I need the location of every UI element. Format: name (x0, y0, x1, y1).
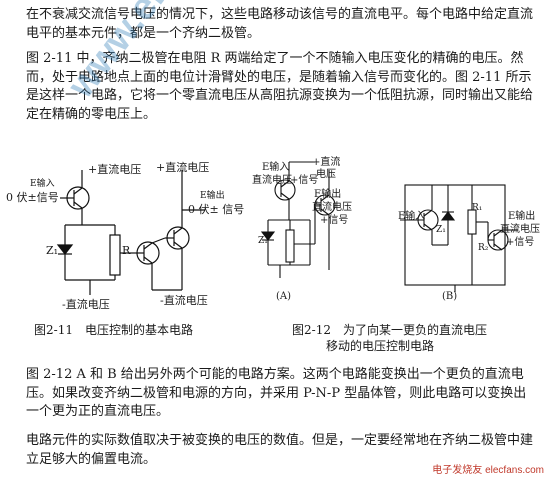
fig1-r-label: R (122, 244, 131, 257)
fig2a-tag: (A) (276, 291, 292, 302)
fig1-neg-supply-right: -直流电压 (160, 294, 208, 307)
fig2b-zener-label: Z₁ (436, 225, 446, 235)
fig2a-output-label: E输出 (314, 189, 342, 200)
figure-2-12a-schematic (260, 161, 336, 278)
fig1-output-signal: 0 伏± 信号 (188, 203, 245, 216)
fig2b-output-desc2: +信号 (506, 237, 535, 248)
fig1-neg-supply-left: -直流电压 (62, 298, 110, 311)
fig2a-input-desc1: 直流电压 (252, 175, 292, 186)
fig1-right-supply-label: +直流电压 (156, 161, 210, 174)
fig2a-input-desc2: +信号 (290, 175, 319, 186)
fig2b-output-desc1: 直流电压 (500, 224, 540, 235)
fig1-input-signal: 0 伏±信号 (6, 191, 59, 204)
paragraph-3: 图 2-12 A 和 B 给出另外两个可能的电路方案。这两个电路能变换出一个更负… (26, 367, 527, 419)
fig2a-top-label2: 电压 (316, 169, 336, 180)
fig1-pos-supply-label: +直流电压 (88, 163, 142, 176)
fig2b-r2-label: R₂ (478, 243, 489, 253)
fig2b-tag: (B) (442, 291, 458, 302)
figure-2-11-schematic (56, 170, 205, 295)
fig1-input-label: E输入 (30, 179, 55, 189)
fig2a-zener-label: Z₁ (258, 236, 268, 246)
fig2-caption-line2: 移动的电压控制电路 (326, 339, 435, 353)
paragraph-4: 电路元件的实际数值取决于被变换的电压的数值。但是，一定要经常地在齐纳二极管中建立… (26, 433, 534, 467)
fig1-zener-label: Z₁ (46, 244, 59, 257)
fig2a-top-label1: +直流 (312, 157, 341, 168)
paragraph-2: 图 2-11 中，齐纳二极管在电阻 R 两端给定了一个不随输入电压变化的精确的电… (26, 51, 534, 122)
paragraph-1: 在不衰减交流信号电压的情况下，这些电路移动该信号的直流电平。每个电路中给定直流电… (26, 7, 534, 41)
fig2-caption-line1: 图2-12 为了向某一更负的直流电压 (292, 323, 487, 337)
fig2a-output-desc2: +信号 (320, 215, 349, 226)
fig2a-output-desc1: 直流电压 (312, 202, 352, 213)
fig1-caption: 图2-11 电压控制的基本电路 (34, 323, 193, 337)
fig2b-input-label: E输入 (398, 211, 426, 222)
brand-logo: 电子发烧友 elecfans.com (432, 465, 544, 476)
figure-2-12b-schematic (400, 184, 518, 292)
fig2a-input-label: E输入 (262, 162, 290, 173)
fig2b-output-label: E输出 (508, 211, 536, 222)
fig1-output-label: E输出 (200, 191, 225, 201)
fig1-output-sub: 输出 (206, 191, 225, 201)
fig1-input-sub: 输入 (36, 179, 55, 189)
fig2b-r1-label: R₁ (472, 203, 483, 213)
